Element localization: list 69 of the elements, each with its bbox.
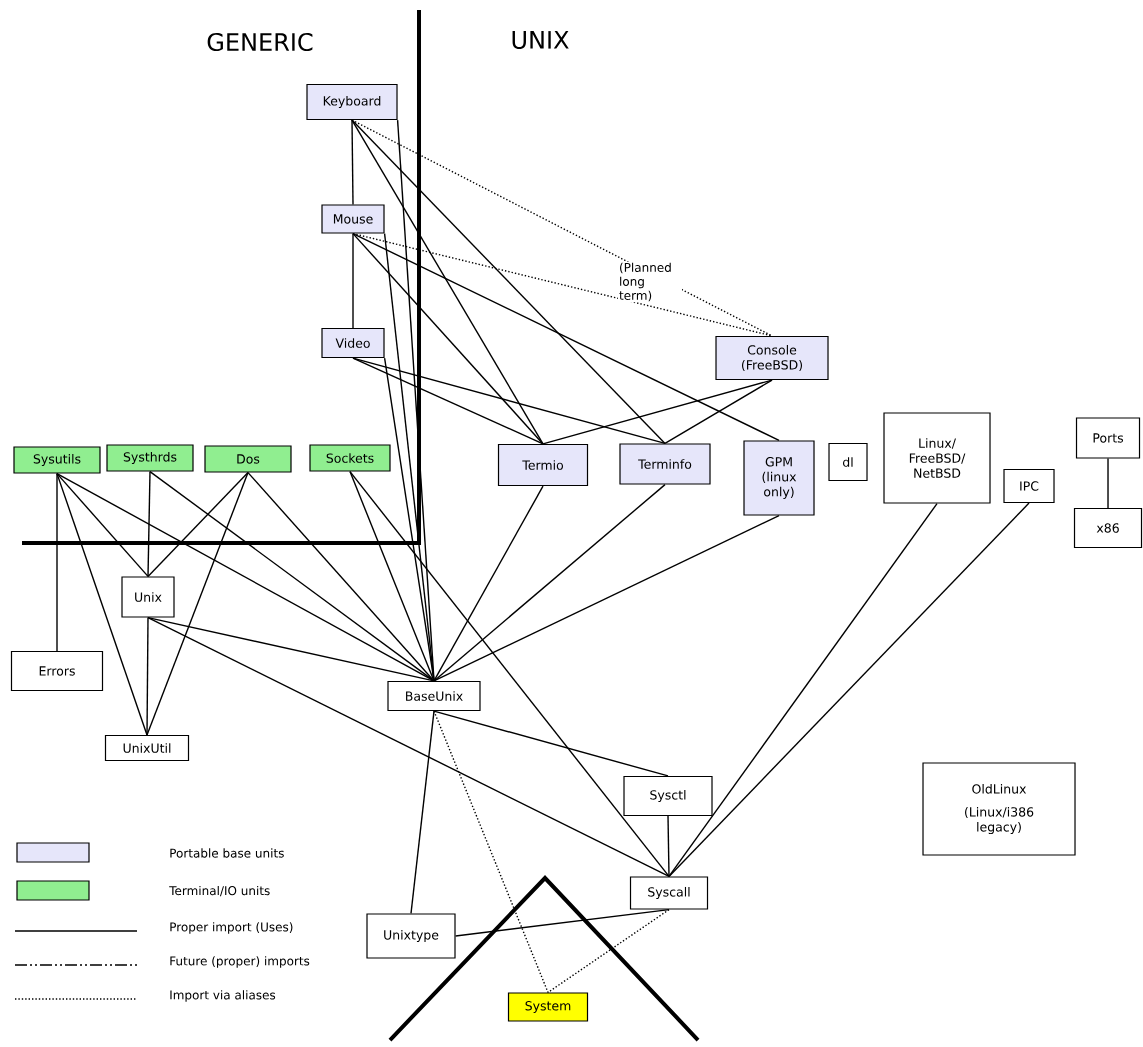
import-line xyxy=(352,232,773,337)
import-line xyxy=(56,472,148,736)
import-line xyxy=(433,710,669,777)
module-box: Keyboard xyxy=(306,83,398,121)
module-box: Sockets xyxy=(309,444,391,472)
module-box: Ports xyxy=(1075,417,1141,459)
import-line xyxy=(352,357,544,445)
import-line xyxy=(352,357,666,445)
module-box: Sysctl xyxy=(623,775,713,817)
module-box: Sysutils xyxy=(13,446,101,474)
import-line xyxy=(352,232,544,445)
module-box: System xyxy=(507,992,589,1022)
module-box: Mouse xyxy=(321,204,385,234)
module-box: Linux/ FreeBSD/ NetBSD xyxy=(883,412,991,504)
note-text: (Planned long term) xyxy=(618,261,682,303)
legend-label: Portable base units xyxy=(170,848,284,858)
legend-label: Terminal/IO units xyxy=(169,885,270,897)
heading: GENERIC xyxy=(207,32,313,52)
import-line xyxy=(146,616,149,736)
import-line xyxy=(56,472,58,652)
import-line xyxy=(351,119,773,337)
import-line xyxy=(668,502,1030,878)
module-box: x86 xyxy=(1073,507,1143,549)
import-line xyxy=(667,815,670,878)
import-line xyxy=(454,908,670,937)
module-box: dl xyxy=(828,442,868,482)
import-line xyxy=(147,470,151,578)
import-line xyxy=(664,379,773,445)
import-line xyxy=(351,119,666,445)
import-line xyxy=(433,485,544,682)
import-line xyxy=(349,470,435,682)
module-box: Errors xyxy=(10,650,104,692)
module-box: Console (FreeBSD) xyxy=(715,335,829,381)
module-box: Systhrds xyxy=(106,444,194,472)
module-box: Syscall xyxy=(629,876,709,910)
import-line xyxy=(146,471,249,736)
legend-label: Future (proper) imports xyxy=(170,956,310,968)
heading: UNIX xyxy=(512,31,569,49)
import-line xyxy=(433,483,666,682)
import-line xyxy=(147,616,670,878)
legend-label: Proper import (Uses) xyxy=(170,922,293,934)
legend-label: Import via aliases xyxy=(170,990,276,1002)
import-line xyxy=(410,710,435,915)
import-line xyxy=(147,471,249,578)
import-line xyxy=(396,119,435,682)
module-box: Video xyxy=(321,327,385,359)
module-box: Unix xyxy=(121,576,175,618)
import-line xyxy=(352,232,354,329)
import-line xyxy=(149,470,435,682)
import-line xyxy=(351,119,354,206)
import-line xyxy=(147,616,435,682)
import-line xyxy=(349,470,670,878)
module-box: Terminfo xyxy=(619,443,711,485)
module-box: BaseUnix xyxy=(387,680,481,712)
import-line xyxy=(547,908,670,994)
import-line xyxy=(56,472,149,578)
module-box: IPC xyxy=(1003,468,1055,504)
import-line xyxy=(542,379,773,445)
module-box: Unixtype xyxy=(366,913,456,959)
module-box: Dos xyxy=(204,445,292,473)
module-box: Termio xyxy=(497,443,589,487)
module-box: UnixUtil xyxy=(104,734,190,762)
import-line xyxy=(352,232,780,442)
module-box: GPM (linux only) xyxy=(743,440,815,516)
import-line xyxy=(1107,457,1109,509)
import-line xyxy=(247,471,435,682)
import-line xyxy=(433,710,549,994)
module-box: OldLinux (Linux/i386 legacy) xyxy=(922,762,1076,856)
import-line xyxy=(433,514,780,682)
